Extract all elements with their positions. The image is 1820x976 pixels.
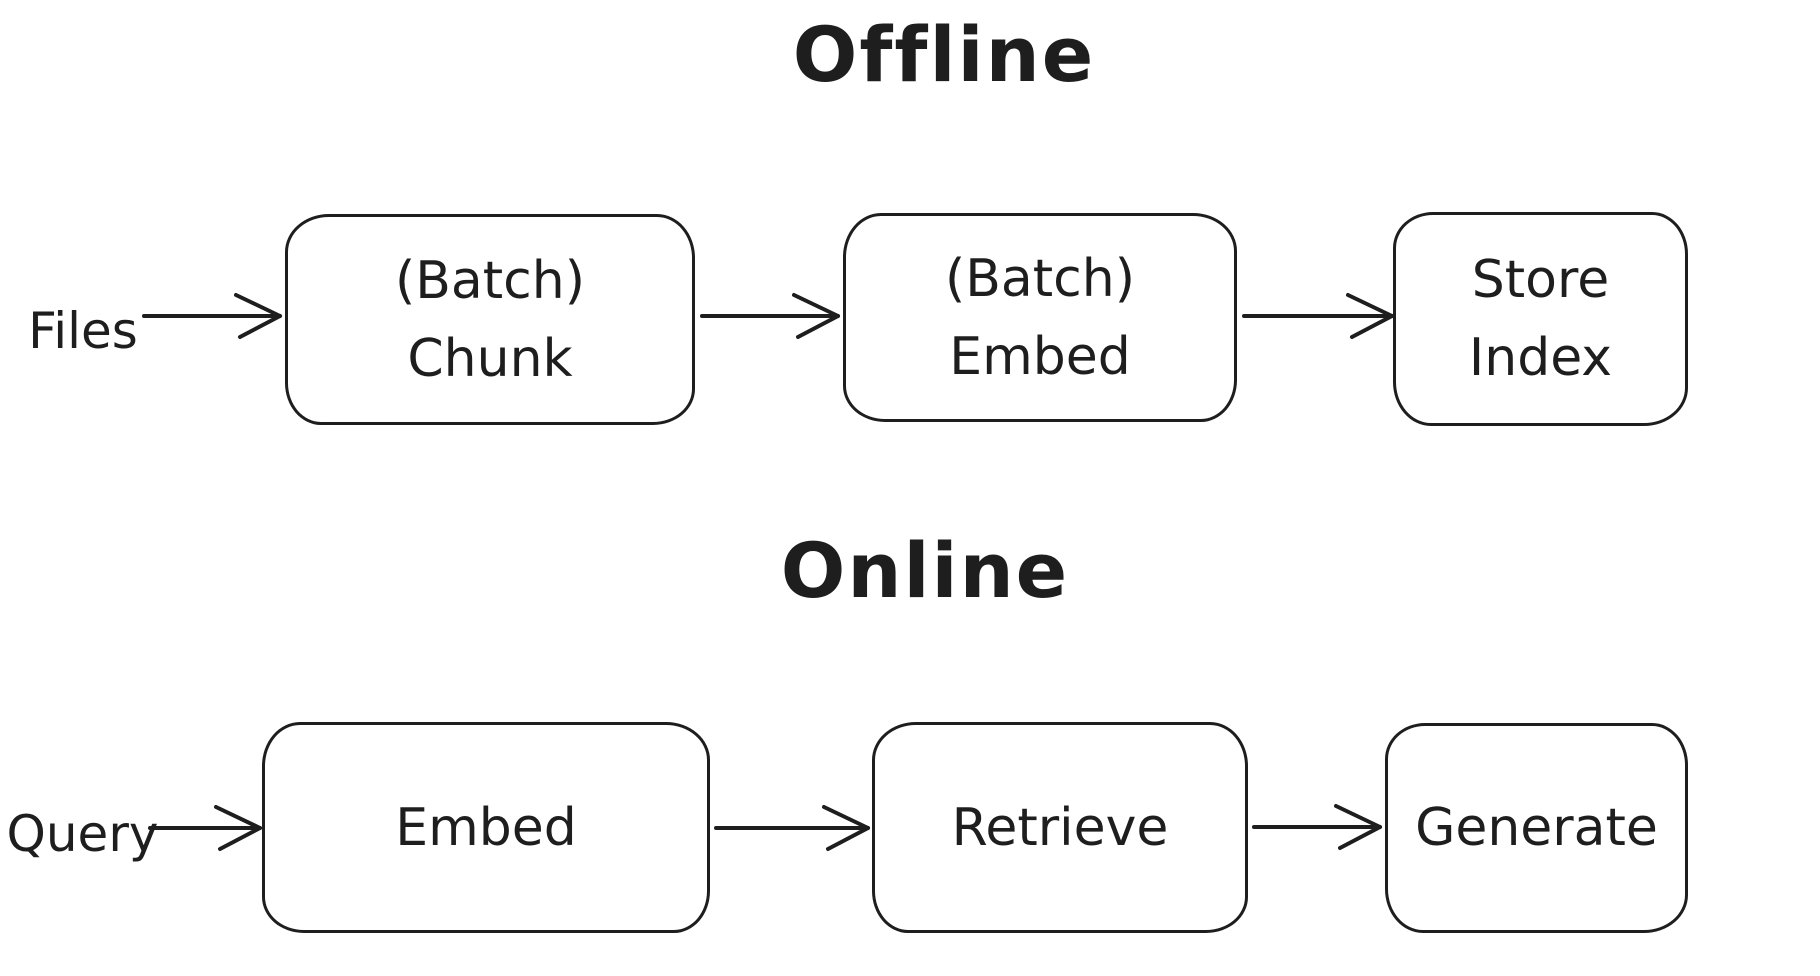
node-label-line: Generate xyxy=(1415,798,1658,858)
node-label-line: Chunk xyxy=(407,328,573,389)
arrow-batch-embed-to-store-index xyxy=(1242,293,1394,339)
node-embed: Embed xyxy=(262,722,710,933)
node-batch-chunk: (Batch) Chunk xyxy=(285,214,695,425)
arrow-files-to-batch-chunk xyxy=(142,293,282,339)
arrow-embed-to-retrieve xyxy=(714,805,870,851)
node-generate: Generate xyxy=(1385,723,1688,933)
node-label-line: Store xyxy=(1471,250,1610,310)
node-label-line: (Batch) xyxy=(944,248,1136,309)
node-label-line: Retrieve xyxy=(951,797,1169,858)
node-retrieve: Retrieve xyxy=(872,722,1248,933)
section-title-online: Online xyxy=(780,526,1070,615)
node-label-line: (Batch) xyxy=(394,250,586,311)
arrow-retrieve-to-generate xyxy=(1252,804,1382,850)
arrow-query-to-embed xyxy=(148,805,262,851)
node-label-line: Embed xyxy=(949,326,1131,387)
node-batch-embed: (Batch) Embed xyxy=(843,213,1237,422)
label-files: Files xyxy=(28,302,138,360)
label-query: Query xyxy=(6,805,159,863)
node-store-index: Store Index xyxy=(1393,212,1688,426)
node-label-line: Embed xyxy=(395,797,577,858)
node-label-line: Index xyxy=(1468,328,1613,388)
section-title-offline: Offline xyxy=(792,10,1096,99)
arrow-batch-chunk-to-batch-embed xyxy=(700,293,840,339)
